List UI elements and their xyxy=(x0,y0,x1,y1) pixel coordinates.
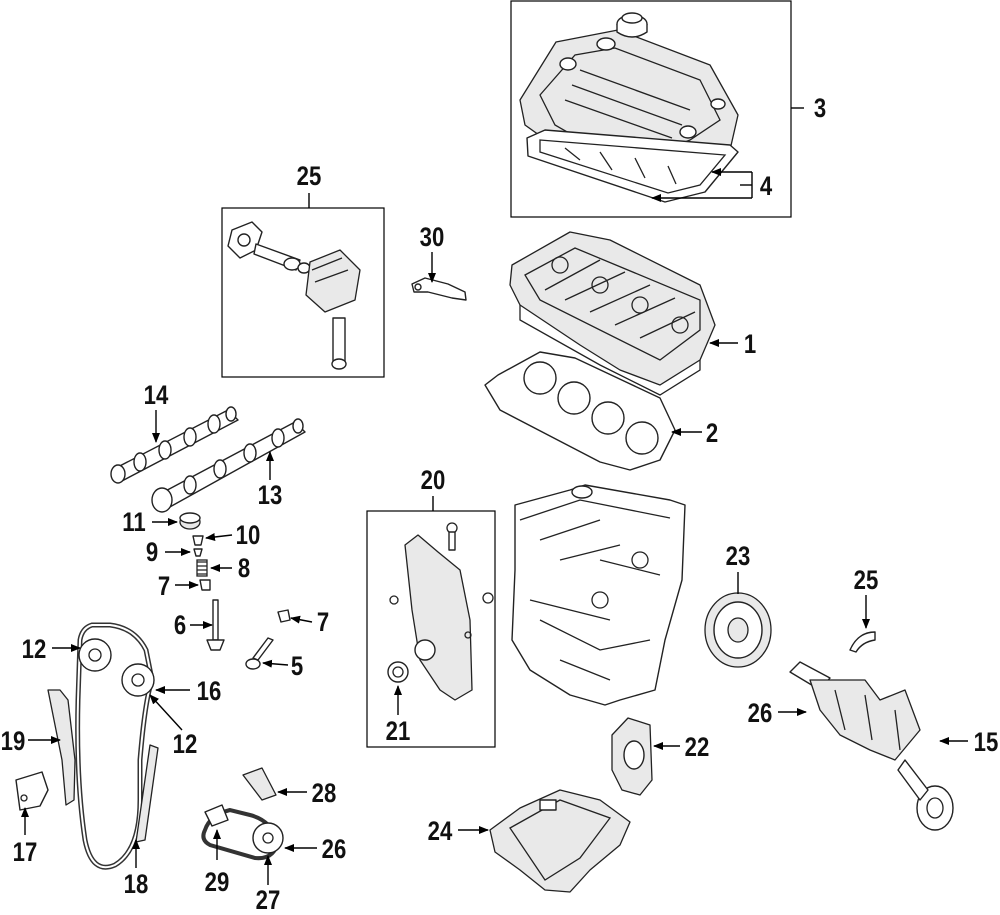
callout-14: 14 xyxy=(143,380,169,410)
intake-valve xyxy=(206,599,225,651)
callout-9: 9 xyxy=(145,537,159,567)
valve-seal-2 xyxy=(277,609,291,623)
callout-17: 17 xyxy=(12,837,38,867)
callout-3: 3 xyxy=(813,93,827,123)
crankshaft-pulley xyxy=(704,592,772,668)
callout-26a: 26 xyxy=(747,698,773,728)
intake-camshaft xyxy=(110,406,239,484)
callout-6: 6 xyxy=(173,610,187,640)
head-gasket xyxy=(484,351,676,471)
callout-26b: 26 xyxy=(321,834,347,864)
callout-24: 24 xyxy=(427,816,453,846)
crankshaft xyxy=(789,661,954,831)
oil-pump-bolt xyxy=(204,804,229,827)
oil-pump-chain-tensioner xyxy=(242,767,277,801)
timing-cover-group-box xyxy=(366,510,496,748)
callout-30: 30 xyxy=(419,222,445,252)
valve-keeper xyxy=(193,548,203,557)
valve-lifter xyxy=(179,512,201,530)
callout-25a: 25 xyxy=(296,161,322,191)
crankshaft-bearing xyxy=(849,631,876,653)
callout-2: 2 xyxy=(705,418,719,448)
callout-10: 10 xyxy=(235,520,261,550)
callout-12b: 12 xyxy=(172,729,198,759)
timing-cover xyxy=(389,522,494,701)
callout-29: 29 xyxy=(204,867,230,897)
callout-7b: 7 xyxy=(316,607,330,637)
valve-spring-retainer xyxy=(192,535,204,546)
oil-pump-sprocket xyxy=(252,822,284,854)
oil-pan xyxy=(489,789,631,893)
exhaust-valve xyxy=(245,637,274,670)
callout-20: 20 xyxy=(420,465,446,495)
rear-main-seal xyxy=(611,717,653,796)
front-crank-seal xyxy=(387,661,409,683)
valve-cover-group-box xyxy=(510,0,792,218)
callout-1: 1 xyxy=(743,329,757,359)
chain-tensioner xyxy=(15,771,49,811)
callout-19: 19 xyxy=(0,726,26,756)
callout-7a: 7 xyxy=(157,571,171,601)
callout-25b: 25 xyxy=(853,565,879,595)
callout-5: 5 xyxy=(290,651,304,681)
camshaft-position-sensor xyxy=(411,277,467,301)
callout-23: 23 xyxy=(725,541,751,571)
oil-control-solenoid xyxy=(227,221,361,370)
chain-tensioner-arm xyxy=(47,689,76,806)
callout-16: 16 xyxy=(196,676,222,706)
callout-15: 15 xyxy=(973,727,999,757)
callout-12a: 12 xyxy=(21,634,47,664)
callout-21: 21 xyxy=(385,716,411,746)
engine-block xyxy=(511,484,686,706)
exhaust-cam-gear xyxy=(121,663,155,697)
valve-spring xyxy=(196,559,208,577)
callout-4: 4 xyxy=(759,171,773,201)
vvt-solenoid-group-box xyxy=(221,207,385,378)
valve-seal xyxy=(199,579,211,591)
callout-28: 28 xyxy=(311,778,337,808)
exhaust-camshaft xyxy=(151,418,306,513)
cylinder-head xyxy=(509,231,716,396)
callout-11: 11 xyxy=(122,507,146,537)
callout-22: 22 xyxy=(684,732,710,762)
callout-13: 13 xyxy=(257,480,283,510)
chain-guide xyxy=(135,744,159,843)
callout-27: 27 xyxy=(255,885,281,915)
callout-18: 18 xyxy=(123,869,149,899)
intake-cam-gear xyxy=(78,638,112,672)
callout-8: 8 xyxy=(237,553,251,583)
